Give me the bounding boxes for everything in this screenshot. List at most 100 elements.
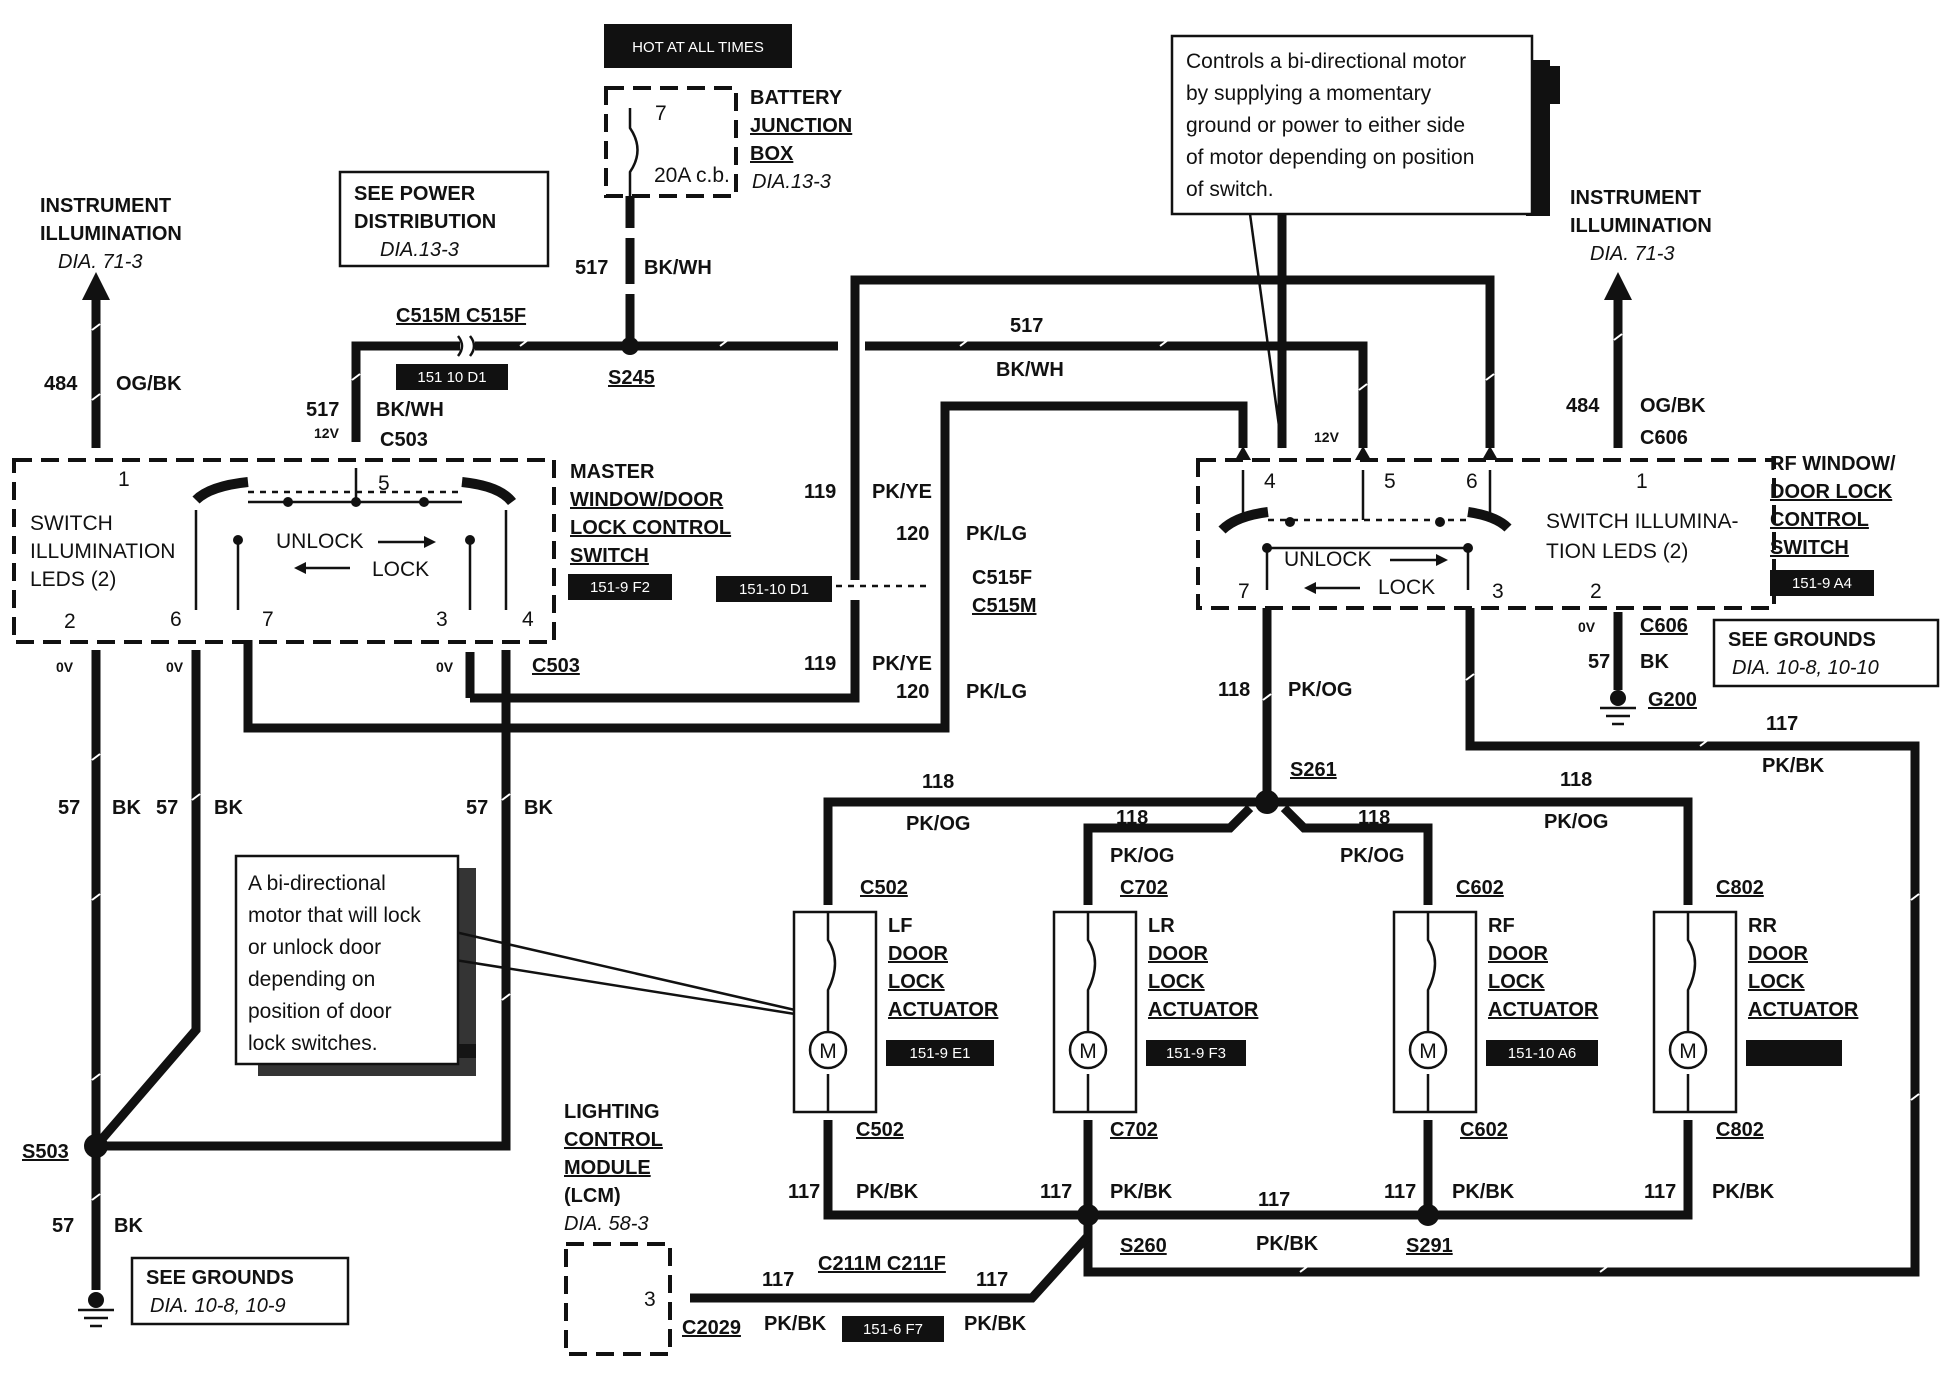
master-pin-2: 2 [64, 610, 76, 633]
callout-top-box [1170, 34, 1534, 216]
actuator-rf-line1: RF [1488, 915, 1515, 937]
wire-118-lr-num: 118 [1116, 807, 1148, 829]
actuator-lr: M [1052, 910, 1138, 1114]
splice-s261 [1255, 790, 1279, 814]
connector-c502-top: C502 [860, 877, 908, 899]
wire-117-rf [1083, 608, 1920, 1277]
master-name-line4: SWITCH [570, 545, 649, 567]
unlock-arrowhead-icon [1436, 554, 1448, 566]
ref-master-badge [568, 574, 672, 600]
wire-118-rr-num: 118 [1560, 769, 1592, 791]
rf-pin-4: 4 [1264, 470, 1276, 493]
master-name-line2: WINDOW/DOOR [570, 489, 724, 511]
cb-pin: 7 [655, 102, 667, 125]
callout-pointer [454, 930, 796, 1012]
see-grounds-left-title: SEE GROUNDS [146, 1267, 294, 1289]
callout-top-line1: Controls a bi-directional motor [1186, 50, 1466, 73]
rf-lock: LOCK [1378, 576, 1435, 599]
ref-c515-badge [396, 364, 508, 390]
ref-master: 151-9 F2 [590, 579, 650, 596]
wire-484-left-color: OG/BK [116, 373, 182, 395]
wire-117-lf-num: 117 [788, 1181, 820, 1203]
wire-117-lr-num: 117 [1040, 1181, 1072, 1203]
master-switch-node [465, 535, 475, 545]
arrow-up-icon [1482, 446, 1498, 460]
splice-s261-label: S261 [1290, 759, 1337, 781]
wire-117-lf-color: PK/BK [856, 1181, 919, 1203]
ref-lf: 151-9 E1 [910, 1045, 971, 1062]
wire-117-rf-num2: 117 [1384, 1181, 1416, 1203]
splices [84, 337, 1439, 1226]
ref-lr-badge [1146, 1040, 1246, 1066]
rf-pin-7: 7 [1238, 580, 1250, 603]
connector-c502-bottom: C502 [856, 1119, 904, 1141]
actuator-rr-line4: ACTUATOR [1748, 999, 1859, 1021]
wire-57-a-color: BK [112, 797, 141, 819]
actuator-lr-line1: LR [1148, 915, 1175, 937]
wire-118-lr [1083, 804, 1254, 905]
connector-c802-top: C802 [1716, 877, 1764, 899]
splice-s503 [84, 1134, 108, 1158]
wire-117-lcm-color: PK/BK [764, 1313, 827, 1335]
wire-119-lower-color: PK/YE [872, 653, 932, 675]
rf-switch-node [1463, 543, 1473, 553]
circuit-breaker-icon [628, 108, 639, 196]
wire-57-c-color: BK [524, 797, 553, 819]
callout-left-line5: position of door [248, 1000, 392, 1023]
callout-left-line2: motor that will lock [248, 904, 421, 927]
master-12v: 12V [314, 425, 340, 441]
callout-top-line2: by supplying a momentary [1186, 82, 1432, 105]
wire-57-right-num: 57 [1588, 651, 1610, 673]
rf-name-line2: DOOR LOCK [1770, 481, 1893, 503]
master-leds-line1: SWITCH [30, 512, 113, 535]
lcm-line1: LIGHTING [564, 1101, 660, 1123]
master-pin-5: 5 [378, 472, 390, 495]
connector-c503-top: C503 [380, 429, 428, 451]
splice-s291-label: S291 [1406, 1235, 1453, 1257]
rf-name-line1: RF WINDOW/ [1770, 453, 1896, 475]
connector-c515: C515M C515F [396, 305, 526, 327]
rf-unlock: UNLOCK [1284, 548, 1372, 571]
illum-left-dia: DIA. 71-3 [58, 251, 142, 273]
wire-57-bottom-color: BK [114, 1215, 143, 1237]
wire-118-rfa-color: PK/OG [1340, 845, 1404, 867]
illum-right-line2: ILLUMINATION [1570, 215, 1712, 237]
master-switch-box [12, 458, 556, 644]
callout-top-line5: of switch. [1186, 178, 1274, 201]
actuator-rr-line2: DOOR [1748, 943, 1809, 965]
master-unlock: UNLOCK [276, 530, 364, 553]
motor-rf-icon: M [1419, 1040, 1437, 1063]
lcm-line2: CONTROL [564, 1129, 663, 1151]
callout-left-line1: A bi-directional [248, 872, 386, 895]
wire-117-bus-color: PK/BK [1256, 1233, 1319, 1255]
arrow-up-icon [1604, 272, 1632, 300]
ref-c211-badge [842, 1316, 944, 1342]
wire-118-lf [823, 797, 1267, 905]
master-pin-4: 4 [522, 608, 534, 631]
rf-0v: 0V [1578, 619, 1596, 635]
bjb-box [604, 86, 738, 198]
wire-484-left-num: 484 [44, 373, 78, 395]
see-grounds-right-dia: DIA. 10-8, 10-10 [1732, 657, 1879, 679]
actuator-rr: M [1652, 910, 1738, 1114]
master-switch-node [283, 497, 293, 507]
rf-switch-lever-left [1218, 507, 1269, 534]
connector-c606-top: C606 [1640, 427, 1688, 449]
see-grounds-left-dia: DIA. 10-8, 10-9 [150, 1295, 286, 1317]
master-leds-line3: LEDS (2) [30, 568, 116, 591]
wire-119-lower [470, 600, 860, 703]
lcm-pin: 3 [644, 1288, 656, 1311]
wire-117-lcm-num2: 117 [976, 1269, 1008, 1291]
rf-pin-5: 5 [1384, 470, 1396, 493]
master-0v-1: 0V [56, 659, 74, 675]
wire-517-right-color: BK/WH [996, 359, 1064, 381]
wire-57-a-num: 57 [58, 797, 80, 819]
connector-c802-bottom: C802 [1716, 1119, 1764, 1141]
wire-120 [940, 401, 1248, 690]
splice-s245-label: S245 [608, 367, 655, 389]
wire-118-lf-color: PK/OG [906, 813, 970, 835]
rf-switch-lever-right [1467, 507, 1512, 532]
arrow-up-icon [1355, 446, 1371, 460]
wire-117-bus [823, 1120, 1693, 1220]
callout-pointer [1248, 213, 1284, 449]
